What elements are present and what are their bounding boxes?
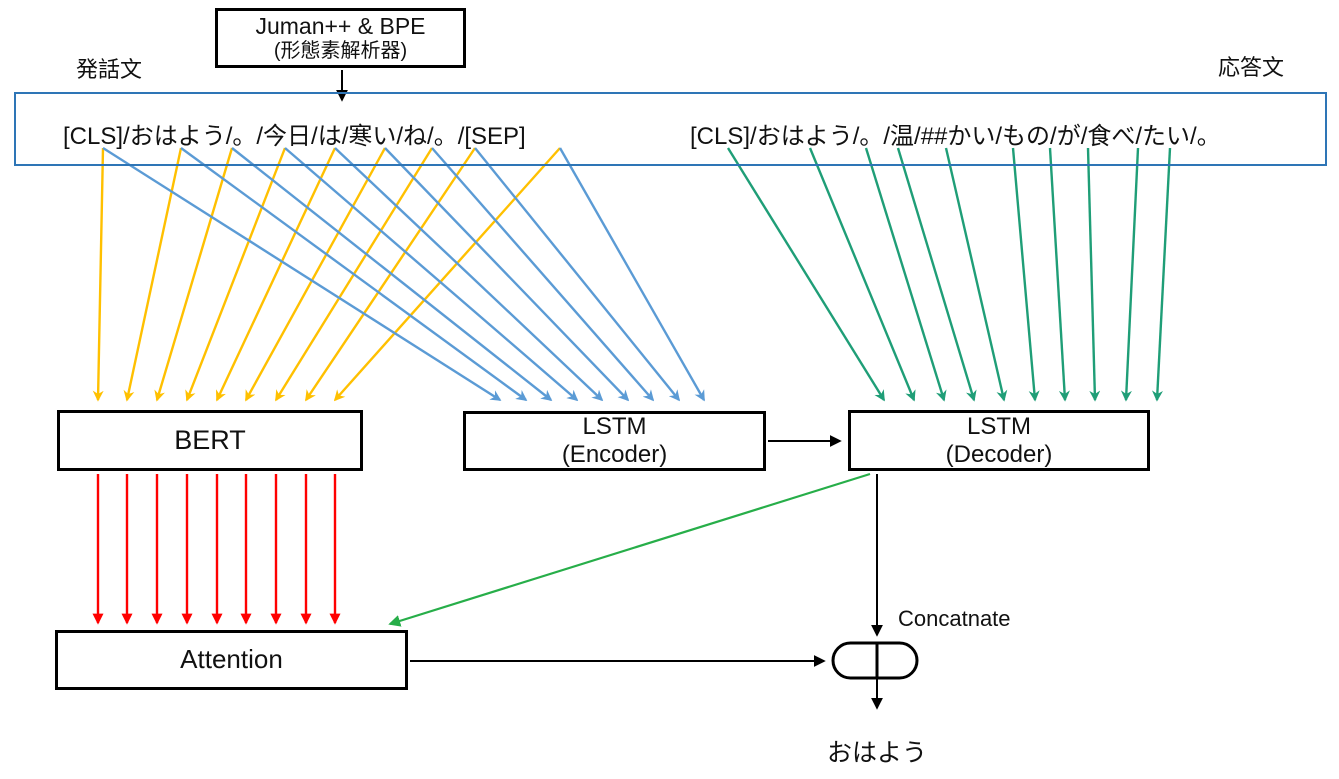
encoder-label-line2: (Encoder) [561, 441, 668, 468]
tokenizer-description: (形態素解析器) [273, 39, 408, 62]
concatenate-node [831, 641, 919, 680]
decoder-label-line2: (Decoder) [945, 440, 1053, 468]
decoder-label-line1: LSTM [966, 412, 1031, 440]
tokenizer-box: Juman++ & BPE (形態素解析器) [215, 8, 466, 68]
decoder-to-attention-arrow [388, 472, 871, 627]
response-to-decoder-arrows [726, 147, 1172, 402]
utterance-label: 発話文 [76, 57, 143, 82]
response-tokens: [CLS]/おはよう/。/温/##かい/もの/が/食べ/たい/。 [690, 123, 1221, 150]
concatenate-label: Concatnate [898, 606, 1011, 631]
lstm-encoder-block: LSTM (Encoder) [463, 411, 766, 471]
attention-block: Attention [55, 630, 408, 690]
lstm-decoder-block: LSTM (Decoder) [848, 410, 1150, 471]
bert-label: BERT [174, 424, 246, 455]
utterance-to-encoder-arrows [102, 146, 706, 402]
attention-label: Attention [180, 644, 283, 675]
encoder-label-line1: LSTM [582, 413, 647, 441]
tokenizer-name: Juman++ & BPE [255, 13, 426, 40]
token-container-box [14, 92, 1327, 166]
utterance-tokens: [CLS]/おはよう/。/今日/は/寒い/ね/。/[SEP] [63, 123, 526, 150]
bert-to-attention-arrows [92, 474, 341, 625]
bert-block: BERT [57, 410, 363, 471]
output-text: おはよう [827, 739, 928, 767]
response-label: 応答文 [1218, 55, 1285, 80]
